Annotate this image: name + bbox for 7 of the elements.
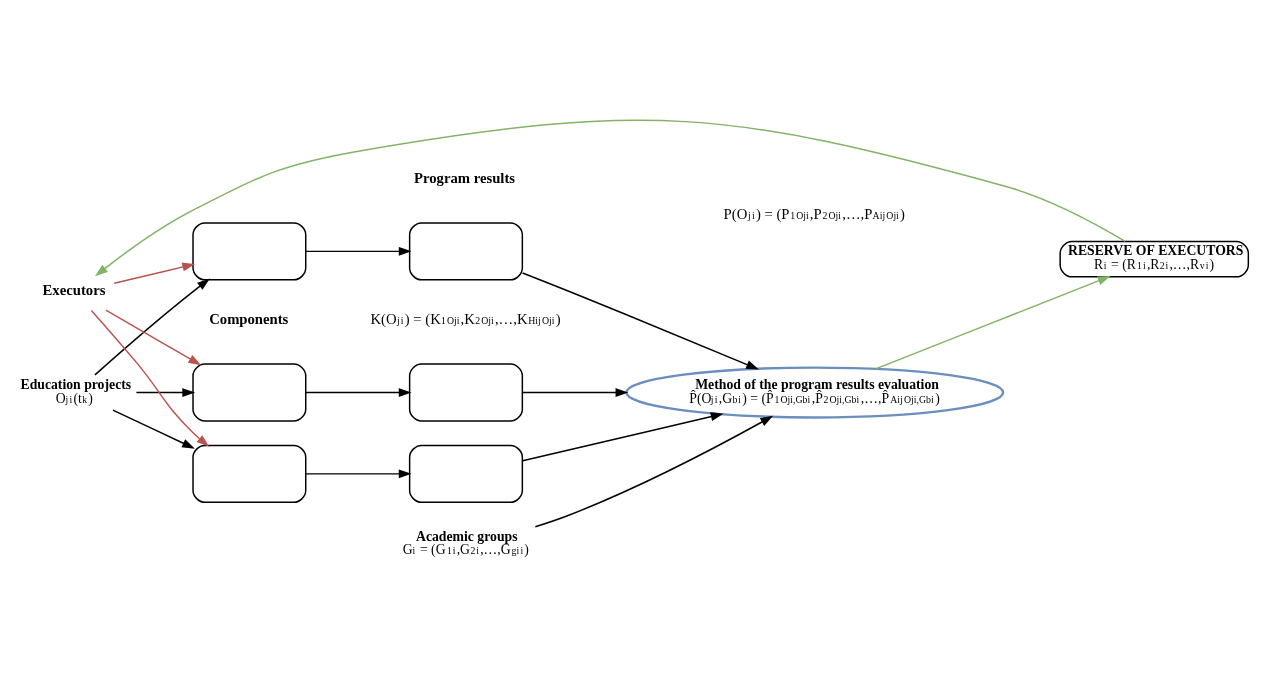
node-text: Academic groups Gi = (G1i,G2i,…,Ggii) [402, 528, 529, 558]
label: P(Oji) = (P1Oji,P2Oji,…,PAijOji) [723, 205, 905, 222]
label: Program results [414, 170, 516, 187]
node-text: Executors [42, 281, 106, 298]
label: K(Oji) = (K1Oji,K2Oji,…,KHijOji) [370, 311, 561, 328]
label: Components [209, 311, 289, 328]
node-text: Education projects Oji(tk) [20, 376, 132, 406]
